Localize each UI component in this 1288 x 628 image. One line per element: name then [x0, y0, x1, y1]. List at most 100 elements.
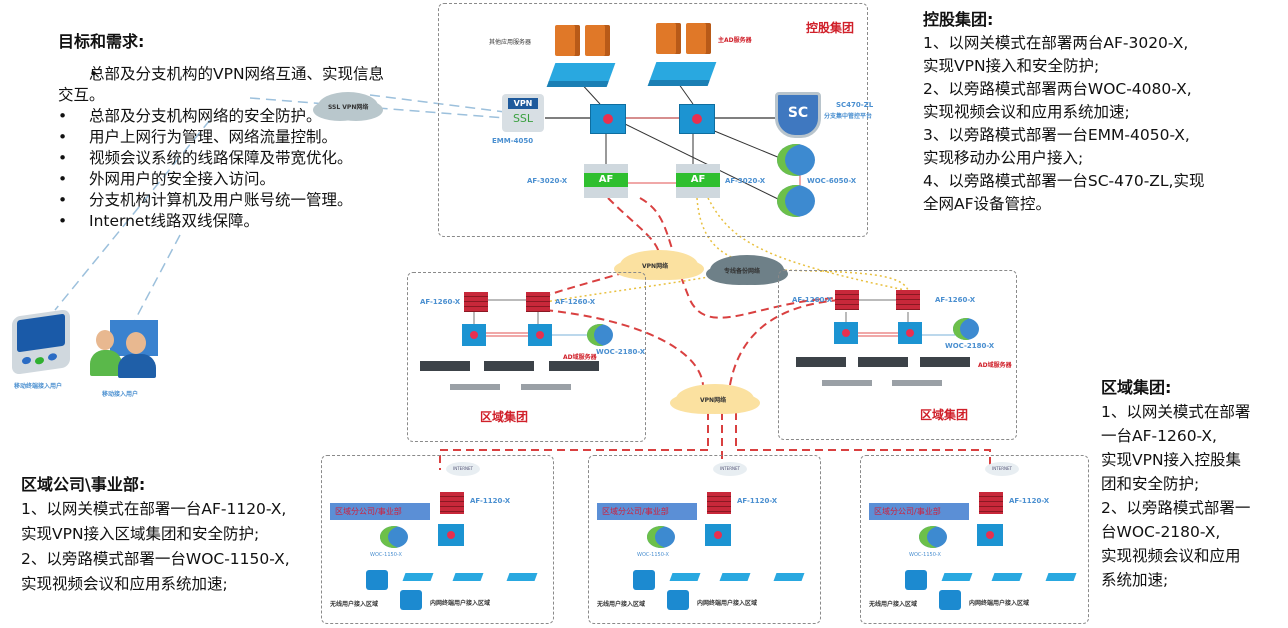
- branch-tag: 区域分公司/事业部: [330, 503, 430, 520]
- af-right-label: AF-3020-X: [725, 177, 766, 185]
- region-ad-label: AD域服务器: [978, 362, 1012, 369]
- firewall-icon: [979, 492, 1003, 514]
- other-servers-label: 其他应用服务器: [489, 39, 532, 46]
- regional-group-line: 系统加速;: [1101, 571, 1169, 589]
- holding-line: 全网AF设备管控。: [923, 195, 1052, 213]
- vpn-badge: VPN: [508, 98, 538, 109]
- switch-icon: [1045, 573, 1077, 581]
- goals-title: 目标和需求:: [58, 32, 145, 51]
- branch-af-label: AF-1120-X: [470, 497, 511, 505]
- region-ad-label: AD域服务器: [563, 354, 597, 361]
- woc-globe-icon: [919, 526, 947, 548]
- branch-tag: 区域分公司/事业部: [597, 503, 697, 520]
- switch-icon: [941, 573, 973, 581]
- firewall-icon: [464, 292, 488, 312]
- branch-zone: INTERNET AF-1120-X 区域分公司/事业部 WOC-1150-X …: [321, 455, 554, 624]
- patch-panel-icon: [450, 384, 500, 390]
- branch-af-label: AF-1120-X: [737, 497, 778, 505]
- firewall-icon: [835, 290, 859, 310]
- goal-item: 分支机构计算机及用户账号统一管理。: [58, 190, 388, 211]
- wifi-ap-icon: [400, 590, 422, 610]
- mobile-terminal-icon: [12, 308, 70, 376]
- branch-woc-label: WOC-1150-X: [637, 552, 669, 558]
- holding-line: 实现视频会议和应用系统加速;: [923, 103, 1130, 121]
- woc-globe-icon: [777, 185, 815, 217]
- region-af-label: AF-1260-X: [792, 296, 833, 304]
- ad-server-label: 主AD服务器: [718, 37, 752, 44]
- af-firewall-icon: AF: [584, 164, 628, 198]
- branch-zone: INTERNET AF-1120-X 区域分公司/事业部 WOC-1150-X …: [860, 455, 1089, 624]
- branch-af-label: AF-1120-X: [1009, 497, 1050, 505]
- firewall-icon: [707, 492, 731, 514]
- firewall-icon: [896, 290, 920, 310]
- sc-model-label: SC470-ZL: [836, 101, 874, 109]
- core-switch-icon: [679, 104, 715, 134]
- switch-icon: [647, 62, 717, 86]
- rack-server-icon: [484, 361, 534, 371]
- goal-item: 总部及分支机构的VPN网络互通、实现信息交互。: [58, 64, 388, 106]
- regional-company-title: 区域公司\事业部:: [21, 475, 146, 494]
- server-icon: [555, 25, 580, 56]
- sc-desc-label: 分支集中管控平台: [824, 113, 873, 120]
- firewall-icon: [440, 492, 464, 514]
- holding-line: 实现移动办公用户接入;: [923, 149, 1084, 167]
- regional-company-line: 2、以旁路模式部署一台WOC-1150-X,: [21, 550, 290, 568]
- core-switch-icon: [528, 324, 552, 346]
- backup-line-cloud: 专线备份网络: [710, 255, 784, 285]
- branch-wired-label: 内网终端用户接入区域: [969, 600, 1030, 607]
- branch-woc-label: WOC-1150-X: [909, 552, 941, 558]
- vpn-cloud-top: VPN网络: [620, 250, 698, 280]
- goal-item: 用户上网行为管理、网络流量控制。: [58, 127, 388, 148]
- regional-group-line: 一台AF-1260-X,: [1101, 427, 1217, 445]
- switch-icon: [669, 573, 701, 581]
- wifi-ap-icon: [939, 590, 961, 610]
- rack-server-icon: [549, 361, 599, 371]
- regional-group-line: 2、以旁路模式部署一: [1101, 499, 1251, 517]
- vpn-cloud-bottom: VPN网络: [676, 384, 754, 414]
- wifi-ap-icon: [366, 570, 388, 590]
- woc-globe-icon: [587, 324, 613, 346]
- switch-icon: [719, 573, 751, 581]
- goal-item: 总部及分支机构网络的安全防护。: [58, 106, 388, 127]
- woc-globe-icon: [953, 318, 979, 340]
- af-left-label: AF-3020-X: [527, 177, 568, 185]
- server-icon: [656, 23, 681, 54]
- holding-line: 2、以旁路模式部署两台WOC-4080-X,: [923, 80, 1192, 98]
- woc-globe-icon: [777, 144, 815, 176]
- holding-line: 实现VPN接入和安全防护;: [923, 57, 1100, 75]
- switch-icon: [452, 573, 484, 581]
- goal-item: Internet线路双线保障。: [58, 211, 388, 232]
- wifi-ap-icon: [633, 570, 655, 590]
- sc-shield-icon: SC: [775, 92, 821, 138]
- rack-server-icon: [920, 357, 970, 367]
- holding-line: 4、以旁路模式部署一台SC-470-ZL,实现: [923, 172, 1205, 190]
- emm-label: EMM-4050: [492, 137, 534, 145]
- hq-zone: [438, 3, 868, 237]
- regional-group-line: 1、以网关模式在部署: [1101, 403, 1251, 421]
- internet-cloud: INTERNET: [446, 462, 480, 476]
- regional-company-line: 实现视频会议和应用系统加速;: [21, 575, 228, 593]
- core-switch-icon: [590, 104, 626, 134]
- holding-title: 控股集团:: [923, 10, 994, 29]
- mobile-users-label: 移动接入用户: [102, 391, 139, 398]
- rack-server-icon: [796, 357, 846, 367]
- ssl-vpn-cloud: SSL VPN网络: [318, 92, 378, 120]
- regional-company-line: 1、以网关模式在部署一台AF-1120-X,: [21, 500, 287, 518]
- branch-wireless-label: 无线用户接入区域: [330, 601, 379, 608]
- goal-item: 外网用户的安全接入访问。: [58, 169, 388, 190]
- region-zone-left: [407, 272, 646, 442]
- patch-panel-icon: [822, 380, 872, 386]
- region-zone-label: 区域集团: [480, 410, 529, 424]
- mobile-terminal-label: 移动终端接入用户: [14, 383, 63, 390]
- ssl-badge: SSL: [512, 112, 534, 125]
- regional-company-line: 实现VPN接入区域集团和安全防护;: [21, 525, 260, 543]
- branch-wired-label: 内网终端用户接入区域: [430, 600, 491, 607]
- branch-tag: 区域分公司/事业部: [869, 503, 969, 520]
- hq-zone-label: 控股集团: [806, 21, 855, 35]
- mobile-users-icon: [88, 320, 160, 378]
- firewall-icon: [526, 292, 550, 312]
- switch-icon: [546, 63, 616, 87]
- regional-group-line: 实现VPN接入控股集: [1101, 451, 1242, 469]
- regional-group-line: 台WOC-2180-X,: [1101, 523, 1221, 541]
- branch-woc-label: WOC-1150-X: [370, 552, 402, 558]
